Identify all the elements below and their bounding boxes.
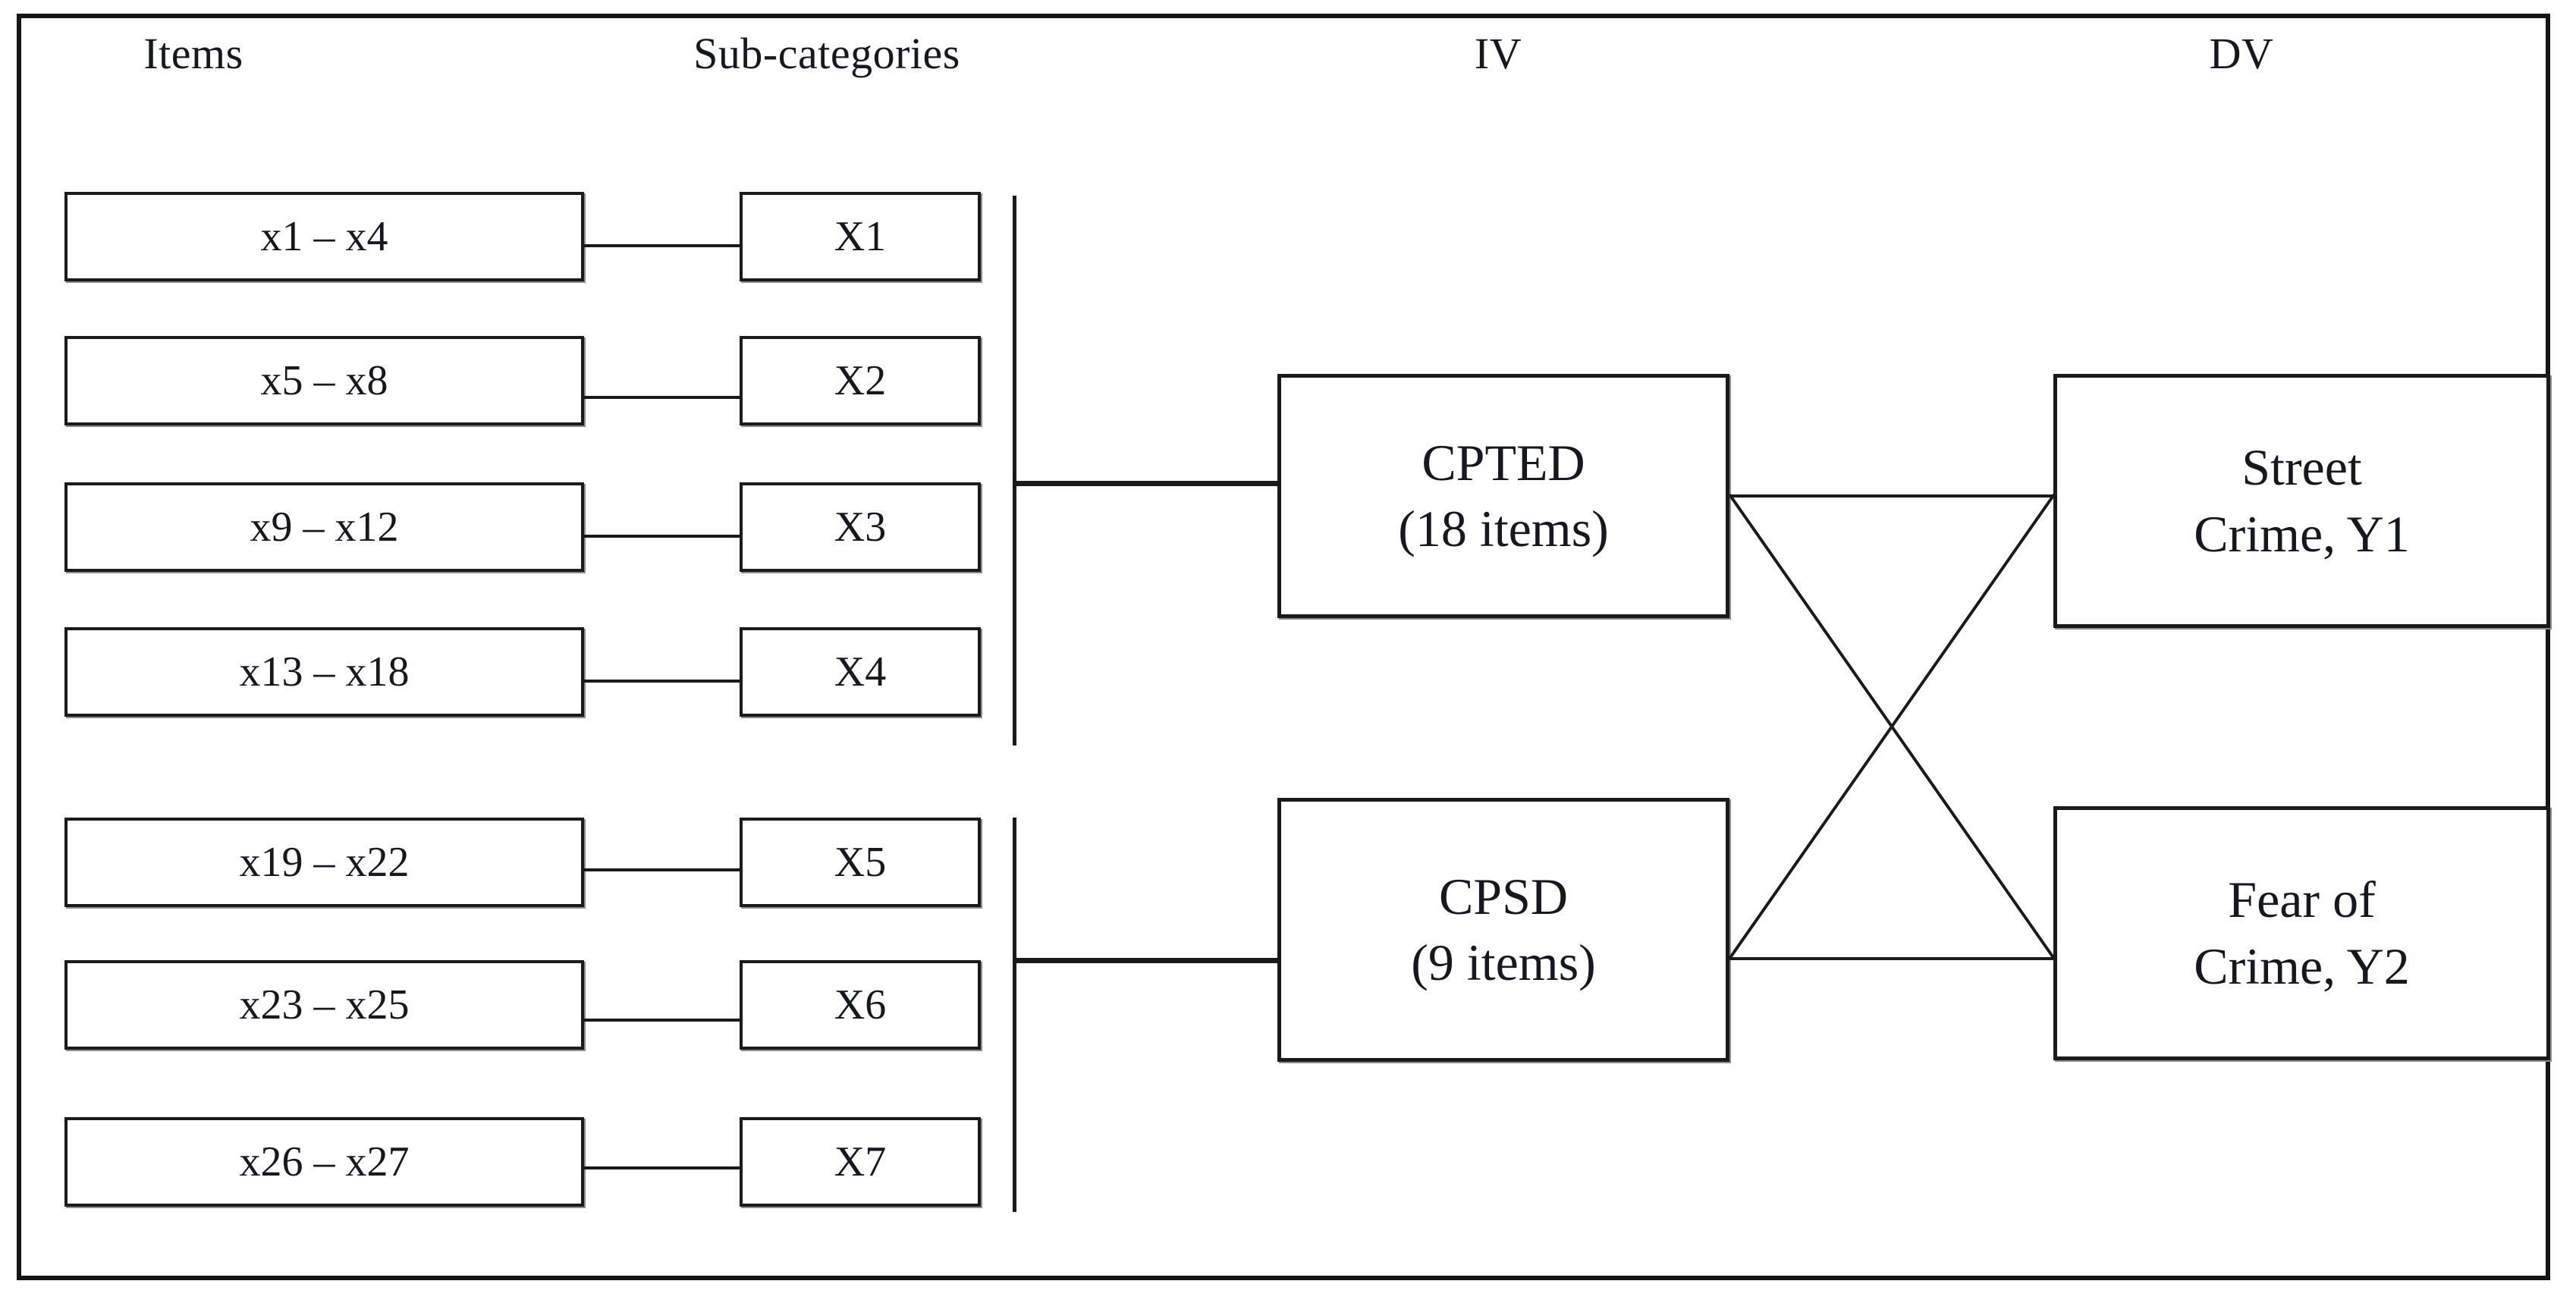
item-box-label: x1 – x4 <box>260 212 388 260</box>
outcome-label-line1: Street <box>2241 438 2362 497</box>
item-box-label: x19 – x22 <box>239 838 410 886</box>
item-box-x1-x4[interactable]: x1 – x4 <box>64 192 584 281</box>
item-box-label: x5 – x8 <box>260 356 388 404</box>
sub-category-box-x3[interactable]: X3 <box>740 482 981 572</box>
sub-category-box-x7[interactable]: X7 <box>740 1117 981 1207</box>
item-box-x9-x12[interactable]: x9 – x12 <box>64 482 584 572</box>
connector-item3-x3 <box>584 535 740 538</box>
sub-category-box-x6[interactable]: X6 <box>740 960 981 1050</box>
item-box-label: x13 – x18 <box>239 648 410 695</box>
connector-bracket-cpsd <box>1013 958 1280 963</box>
construct-item-count: (18 items) <box>1398 500 1609 557</box>
sub-category-label: X2 <box>834 356 887 404</box>
item-box-x5-x8[interactable]: x5 – x8 <box>64 336 584 425</box>
connector-item5-x5 <box>584 868 740 871</box>
outcome-box-fear-of-crime[interactable]: Fear of Crime, Y2 <box>2053 806 2550 1060</box>
crossing-paths-group <box>1728 493 2056 960</box>
item-box-label: x23 – x25 <box>239 981 410 1028</box>
connector-cpsd-fear-of-crime <box>1729 957 2054 960</box>
connector-bracket-cpted <box>1013 481 1280 486</box>
item-box-x26-x27[interactable]: x26 – x27 <box>64 1117 584 1207</box>
sub-category-label: X6 <box>834 981 887 1028</box>
outcome-label-line1: Fear of <box>2228 871 2376 929</box>
item-box-x19-x22[interactable]: x19 – x22 <box>64 818 584 907</box>
sub-category-box-x4[interactable]: X4 <box>740 627 981 717</box>
sub-category-label: X5 <box>834 838 887 886</box>
item-box-x23-x25[interactable]: x23 – x25 <box>64 960 584 1050</box>
construct-box-cpted[interactable]: CPTED (18 items) <box>1277 374 1729 618</box>
connector-item2-x2 <box>584 396 740 399</box>
construct-name: CPTED <box>1422 433 1585 491</box>
construct-item-count: (9 items) <box>1411 934 1596 991</box>
column-header-sub-categories: Sub-categories <box>693 29 960 78</box>
bracket-line-cpted <box>1013 196 1016 746</box>
item-box-label: x26 – x27 <box>239 1138 410 1185</box>
construct-box-cpsd[interactable]: CPSD (9 items) <box>1277 798 1729 1062</box>
sub-category-box-x2[interactable]: X2 <box>740 336 981 425</box>
item-box-x13-x18[interactable]: x13 – x18 <box>64 627 584 717</box>
outcome-label-line2: Crime, Y1 <box>2194 504 2410 563</box>
sub-category-box-x1[interactable]: X1 <box>740 192 981 281</box>
bracket-line-cpsd <box>1013 818 1016 1212</box>
outcome-box-street-crime[interactable]: Street Crime, Y1 <box>2053 374 2550 628</box>
column-header-iv: IV <box>1474 29 1522 78</box>
sub-category-box-x5[interactable]: X5 <box>740 818 981 907</box>
connector-item4-x4 <box>584 680 740 683</box>
column-header-dv: DV <box>2209 29 2274 78</box>
sub-category-label: X7 <box>834 1138 887 1185</box>
connector-item1-x1 <box>584 244 740 247</box>
sub-category-label: X4 <box>834 648 887 695</box>
item-box-label: x9 – x12 <box>250 503 399 551</box>
column-header-items: Items <box>143 29 243 78</box>
connector-cpted-street-crime <box>1729 494 2054 498</box>
sub-category-label: X3 <box>834 503 887 551</box>
outcome-label-line2: Crime, Y2 <box>2194 937 2410 995</box>
construct-name: CPSD <box>1438 867 1569 925</box>
sub-category-label: X1 <box>834 212 887 260</box>
connector-cpsd-street-crime <box>1728 493 2056 960</box>
connector-item7-x7 <box>584 1166 740 1169</box>
connector-item6-x6 <box>584 1019 740 1022</box>
